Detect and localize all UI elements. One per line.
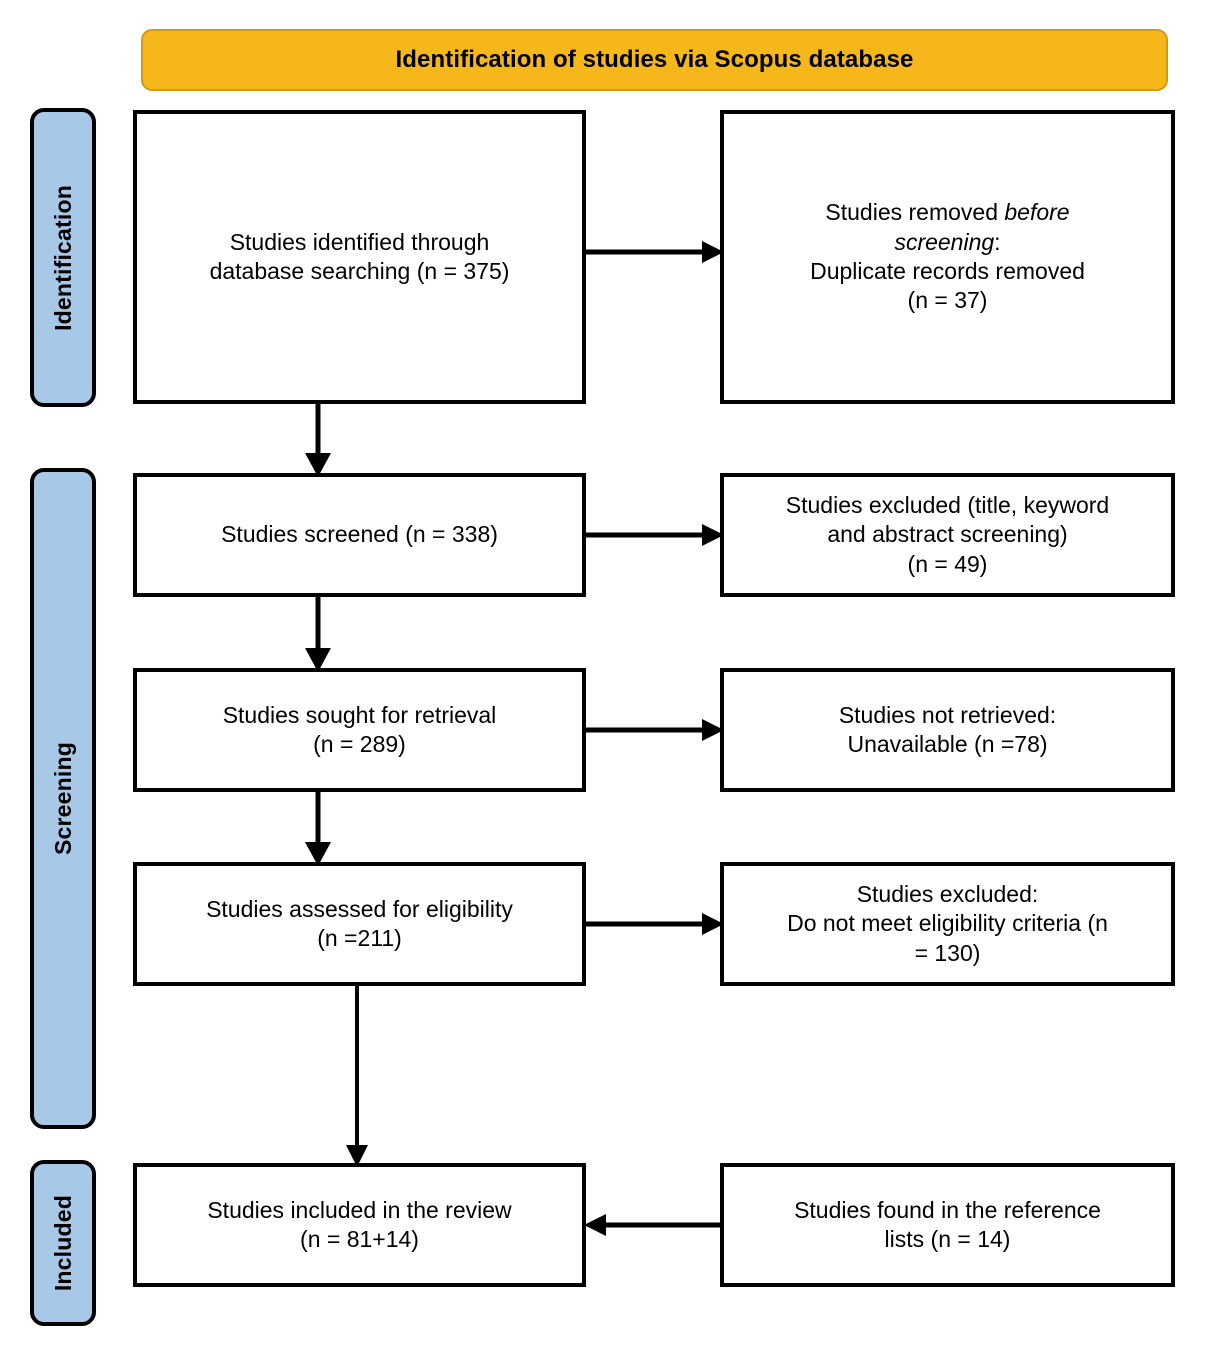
node-studies-found-reference-lists: Studies found in the reference lists (n …: [720, 1163, 1175, 1287]
node-studies-not-retrieved-text: Studies not retrieved: Unavailable (n =7…: [829, 701, 1066, 760]
arrow-identified-to-removed: [584, 239, 724, 265]
node-studies-excluded-eligibility-text: Studies excluded: Do not meet eligibilit…: [777, 880, 1118, 968]
node-studies-screened-text: Studies screened (n = 338): [211, 520, 508, 549]
stage-label-included-text: Included: [49, 1194, 76, 1292]
node-studies-screened: Studies screened (n = 338): [133, 473, 586, 597]
node-studies-removed-text: Studies removed before screening: Duplic…: [800, 198, 1095, 316]
node-studies-reference-lists-text: Studies found in the reference lists (n …: [784, 1196, 1111, 1255]
stage-label-identification: Identification: [30, 108, 96, 407]
node-studies-removed-line3: Duplicate records removed: [810, 258, 1085, 284]
arrow-identified-to-screened: [300, 401, 336, 477]
stage-label-screening: Screening: [30, 468, 96, 1129]
node-studies-removed-line1-emphasis: before: [1004, 199, 1070, 226]
node-studies-included-line2: (n = 81+14): [300, 1226, 419, 1252]
stage-label-included: Included: [30, 1160, 96, 1326]
arrow-sought-to-assessed: [300, 789, 336, 866]
node-studies-not-retrieved-line1: Studies not retrieved:: [838, 701, 1057, 728]
node-studies-excluded-screening-text: Studies excluded (title, keyword and abs…: [776, 491, 1119, 579]
node-studies-excluded-screening: Studies excluded (title, keyword and abs…: [720, 473, 1175, 597]
node-studies-assessed-for-eligibility: Studies assessed for eligibility (n =211…: [133, 862, 586, 986]
node-studies-excluded-eligibility-line1: Studies excluded:: [856, 880, 1039, 907]
node-studies-excluded-screening-line3: (n = 49): [907, 550, 988, 577]
node-studies-assessed-line2: (n =211): [317, 925, 402, 951]
arrow-screened-to-sought: [300, 594, 336, 672]
node-studies-excluded-eligibility: Studies excluded: Do not meet eligibilit…: [720, 862, 1175, 986]
node-studies-assessed-line1: Studies assessed for eligibility: [206, 895, 513, 922]
arrow-sought-to-not-retrieved: [584, 717, 724, 743]
node-studies-sought-line2: (n = 289): [313, 731, 406, 757]
node-studies-identified-line2: database searching (n = 375): [209, 258, 510, 284]
node-studies-not-retrieved-line2: Unavailable (n =78): [847, 731, 1048, 757]
node-studies-included-in-review: Studies included in the review (n = 81+1…: [133, 1163, 586, 1287]
diagram-title: Identification of studies via Scopus dat…: [395, 45, 914, 73]
node-studies-excluded-screening-line1: Studies excluded (title, keyword: [785, 491, 1110, 518]
node-studies-excluded-eligibility-line3: = 130): [914, 939, 981, 966]
node-studies-excluded-screening-line2: and abstract screening): [827, 521, 1068, 548]
node-studies-sought-for-retrieval: Studies sought for retrieval (n = 289): [133, 668, 586, 792]
arrow-reference-lists-to-included: [584, 1212, 724, 1238]
arrow-assessed-to-excluded-eligibility: [584, 911, 724, 937]
arrow-screened-to-excluded-screening: [584, 522, 724, 548]
node-studies-identified-text: Studies identified through database sear…: [200, 228, 520, 287]
node-studies-removed: Studies removed before screening: Duplic…: [720, 110, 1175, 404]
node-studies-screened-line1: Studies screened (n = 338): [221, 521, 498, 548]
node-studies-removed-line1-pre: Studies removed: [825, 199, 1005, 226]
node-studies-identified: Studies identified through database sear…: [133, 110, 586, 404]
node-studies-included-line1: Studies included in the review: [207, 1196, 512, 1223]
stage-label-identification-text: Identification: [49, 184, 76, 331]
node-studies-removed-line4: (n = 37): [907, 287, 988, 314]
node-studies-reference-lists-line1: Studies found in the reference: [794, 1196, 1101, 1223]
node-studies-reference-lists-line2: lists (n = 14): [884, 1226, 1011, 1252]
stage-label-screening-text: Screening: [49, 741, 76, 855]
diagram-header-banner: Identification of studies via Scopus dat…: [141, 29, 1168, 91]
arrow-assessed-to-included: [339, 983, 375, 1167]
node-studies-removed-line2-post: :: [994, 228, 1001, 255]
node-studies-identified-line1: Studies identified through: [229, 228, 490, 255]
node-studies-not-retrieved: Studies not retrieved: Unavailable (n =7…: [720, 668, 1175, 792]
node-studies-removed-line2-emphasis: screening: [894, 228, 995, 255]
node-studies-excluded-eligibility-line2: Do not meet eligibility criteria (n: [787, 910, 1108, 937]
node-studies-assessed-text: Studies assessed for eligibility (n =211…: [196, 895, 523, 954]
node-studies-sought-for-retrieval-text: Studies sought for retrieval (n = 289): [213, 701, 507, 760]
node-studies-sought-line1: Studies sought for retrieval: [222, 701, 497, 728]
node-studies-included-text: Studies included in the review (n = 81+1…: [197, 1196, 521, 1255]
